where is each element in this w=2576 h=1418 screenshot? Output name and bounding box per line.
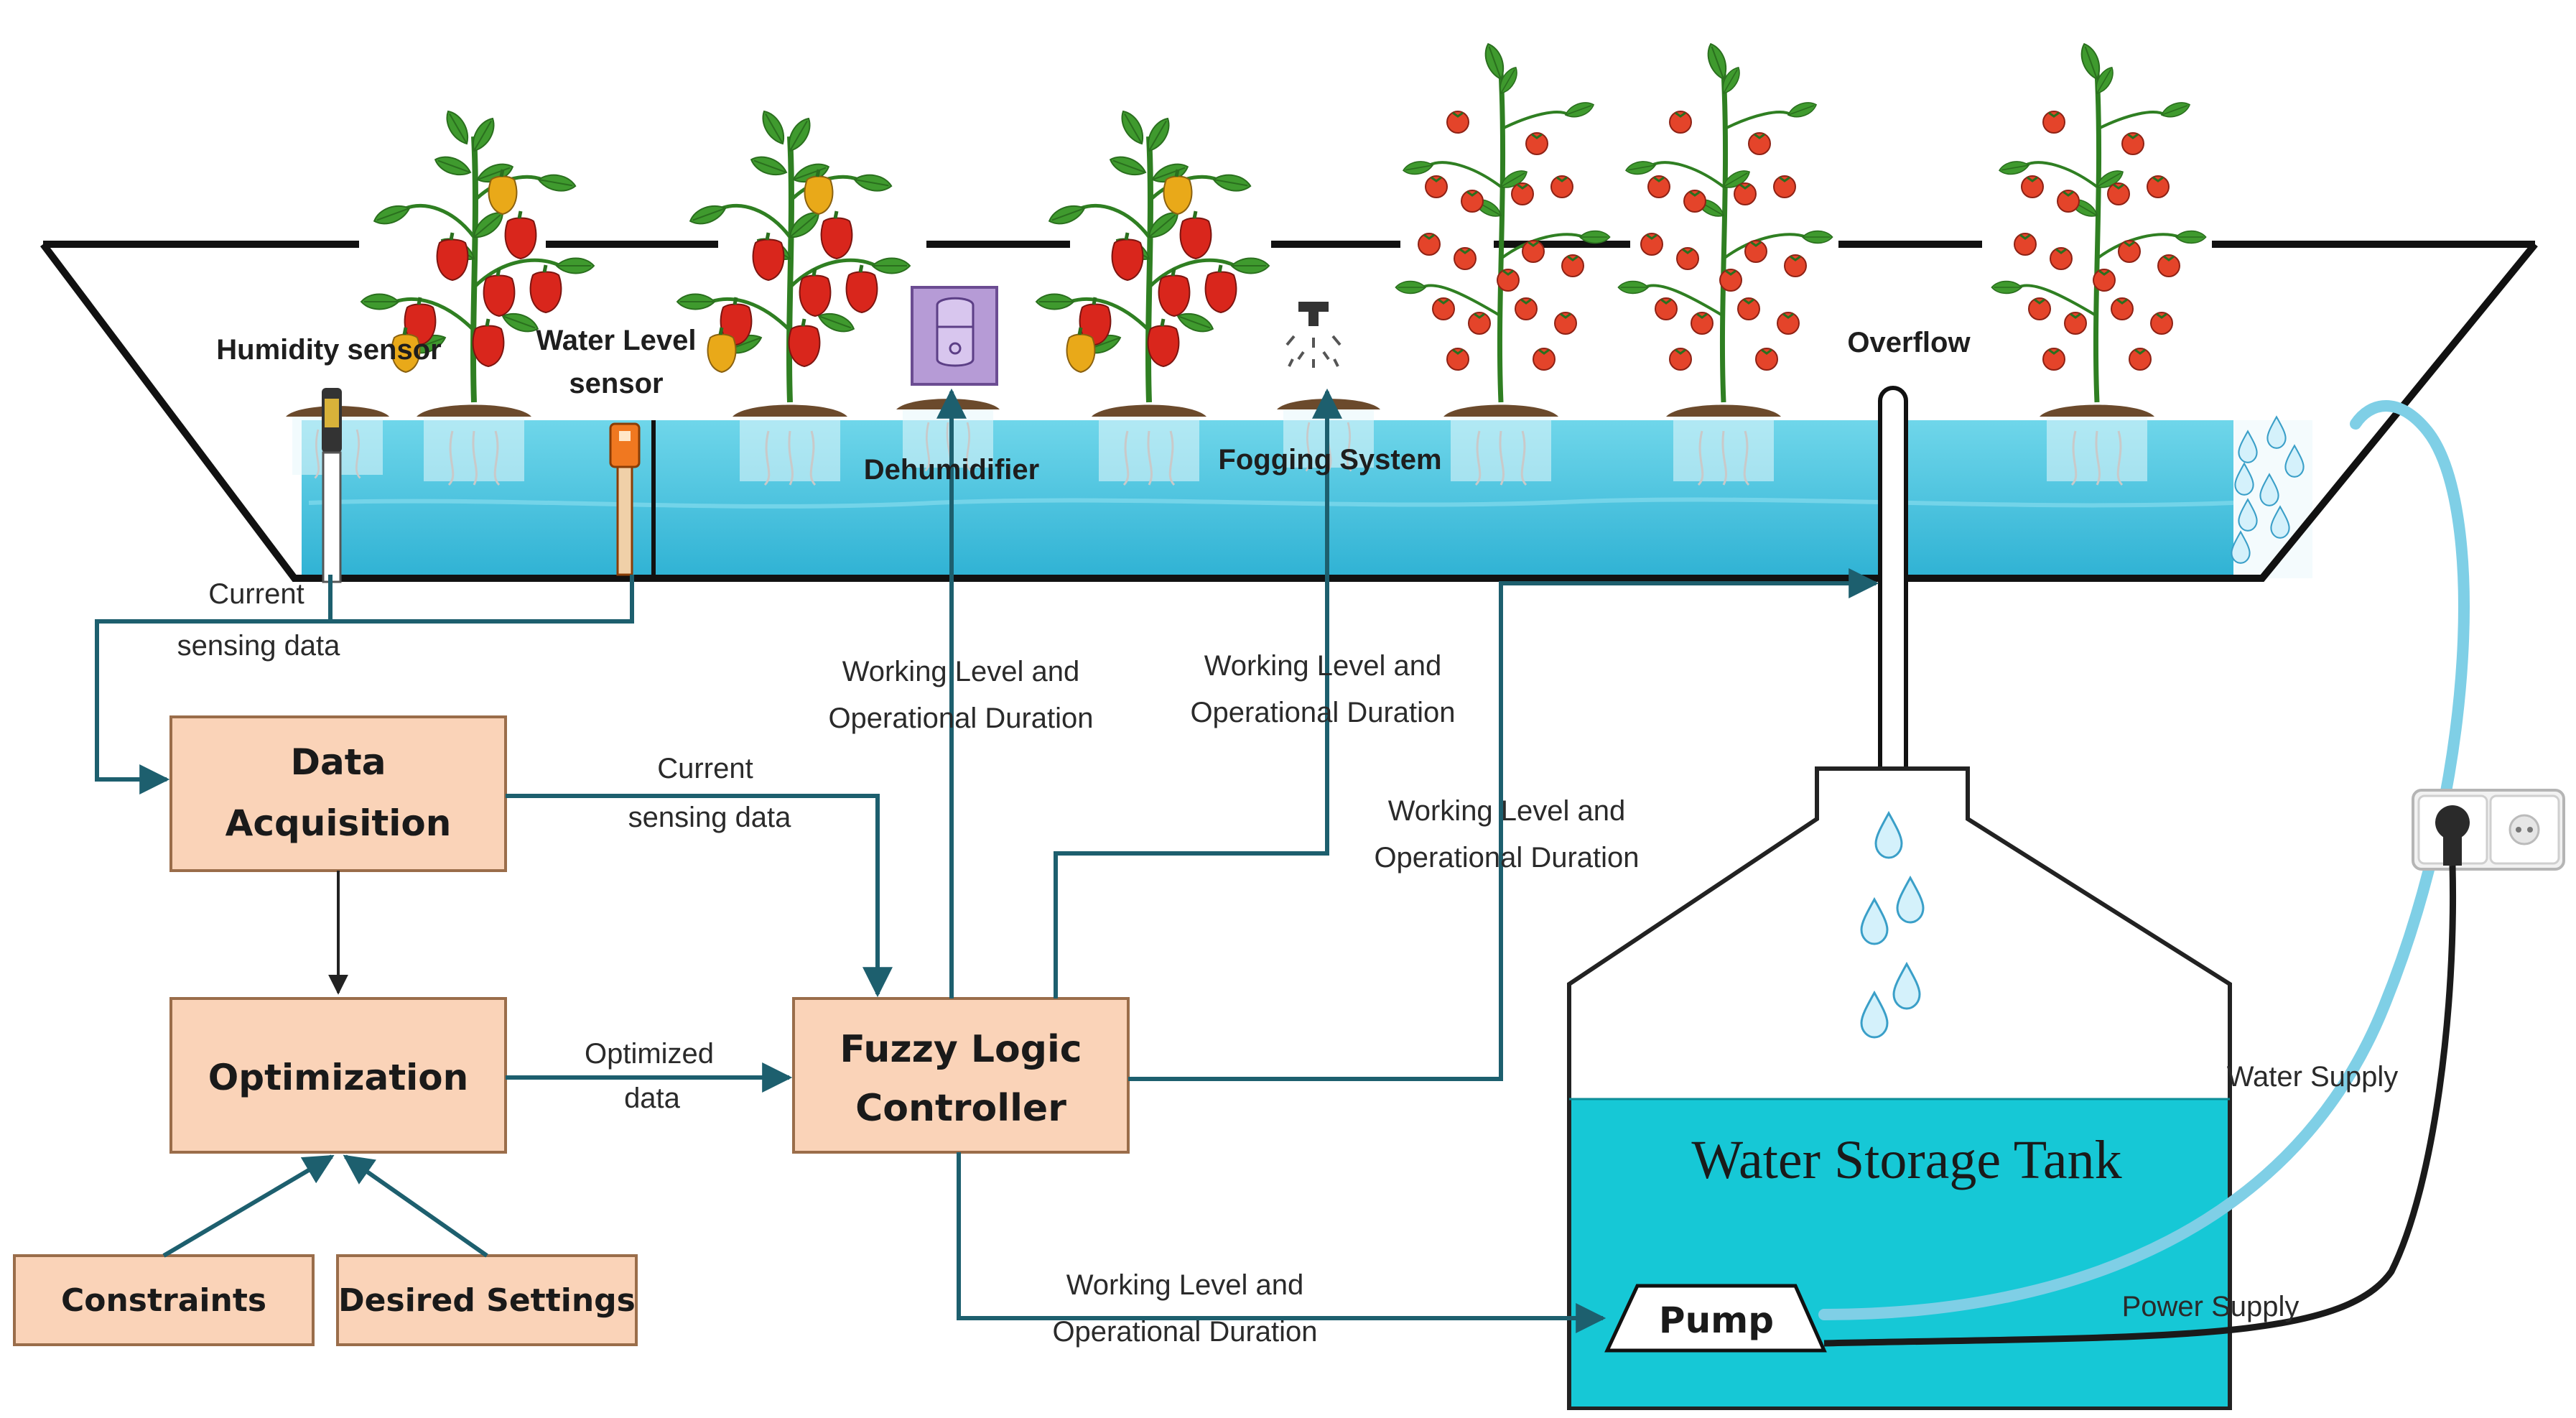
optimization-box: Optimization bbox=[169, 997, 507, 1154]
water-supply-label: Water Supply bbox=[2227, 1061, 2399, 1093]
optimized-data-label-2: data bbox=[624, 1083, 681, 1114]
overflow-command-label-2: Operational Duration bbox=[1374, 842, 1639, 873]
dehumidifier-command-label-1: Working Level and bbox=[842, 656, 1080, 687]
fuzzy-logic-controller-box: Fuzzy Logic Controller bbox=[792, 997, 1130, 1154]
dehumidifier-command-label-2: Operational Duration bbox=[828, 703, 1093, 734]
flow-arrows bbox=[95, 388, 1879, 1333]
optimized-data-label-1: Optimized bbox=[585, 1038, 714, 1070]
water-level-sensor-label-1: Water Level bbox=[536, 325, 696, 356]
water-supply-hose bbox=[1818, 400, 2470, 1320]
data-acquisition-label-2: Acquisition bbox=[225, 802, 452, 844]
desired-settings-box: Desired Settings bbox=[336, 1254, 638, 1346]
tank-water bbox=[1571, 1099, 2228, 1407]
overflow-label: Overflow bbox=[1847, 327, 1971, 358]
current-sensing-label-2a: Current bbox=[657, 753, 753, 784]
data-acquisition-box: Data Acquisition bbox=[169, 715, 507, 872]
water-storage-tank bbox=[1567, 766, 2232, 1410]
dehumidifier-label: Dehumidifier bbox=[864, 454, 1039, 486]
overflow-pipe bbox=[1878, 386, 1908, 792]
power-socket-icon bbox=[2412, 789, 2565, 871]
desired-settings-label: Desired Settings bbox=[338, 1282, 636, 1319]
arrow-sensors-to-acquisition bbox=[95, 575, 333, 794]
pump-label: Pump bbox=[1659, 1299, 1774, 1341]
pump-icon bbox=[1604, 1284, 1827, 1353]
constraints-box: Constraints bbox=[13, 1254, 315, 1346]
data-acquisition-label-1: Data bbox=[291, 741, 386, 783]
power-cable bbox=[1823, 865, 2457, 1347]
water-level-sensor-icon bbox=[609, 422, 641, 576]
arrow-settings-to-optimization bbox=[343, 1154, 488, 1258]
constraints-label: Constraints bbox=[61, 1282, 266, 1319]
fuzzy-label-1: Fuzzy Logic bbox=[840, 1028, 1082, 1071]
pump-command-label-1: Working Level and bbox=[1066, 1269, 1304, 1301]
pepper-plants bbox=[361, 108, 1269, 402]
optimization-label: Optimization bbox=[208, 1057, 468, 1098]
arrow-fuzzy-to-pump bbox=[957, 1152, 1606, 1333]
humidity-sensor-label: Humidity sensor bbox=[216, 334, 441, 366]
fogging-nozzle-icon bbox=[1285, 302, 1342, 368]
power-supply-label: Power Supply bbox=[2122, 1291, 2300, 1322]
arrow-level-sensor-join bbox=[330, 575, 634, 624]
current-sensing-label-2b: sensing data bbox=[628, 802, 792, 833]
water-storage-tank-label: Water Storage Tank bbox=[1691, 1130, 2121, 1190]
water-level-sensor-label-2: sensor bbox=[569, 368, 663, 399]
arrow-fuzzy-to-fogging bbox=[1054, 388, 1342, 998]
overflow-command-label-1: Working Level and bbox=[1388, 795, 1626, 827]
fogging-system-label: Fogging System bbox=[1218, 444, 1441, 476]
fuzzy-label-2: Controller bbox=[855, 1087, 1066, 1130]
tray-outline bbox=[40, 241, 2538, 582]
dehumidifier-icon bbox=[911, 286, 998, 386]
fogging-command-label-2: Operational Duration bbox=[1190, 697, 1455, 728]
pump-command-label-2: Operational Duration bbox=[1052, 1316, 1317, 1348]
arrow-constraints-to-optimization bbox=[162, 1154, 335, 1258]
arrow-fuzzy-to-overflow bbox=[1128, 568, 1879, 1081]
current-sensing-label-1b: sensing data bbox=[177, 630, 341, 662]
humidity-sensor-icon bbox=[322, 388, 342, 583]
current-sensing-label-1a: Current bbox=[208, 578, 304, 610]
fogging-command-label-1: Working Level and bbox=[1204, 650, 1442, 682]
tomato-plants bbox=[1395, 42, 2205, 402]
arrow-acquisition-to-fuzzy bbox=[506, 794, 893, 998]
